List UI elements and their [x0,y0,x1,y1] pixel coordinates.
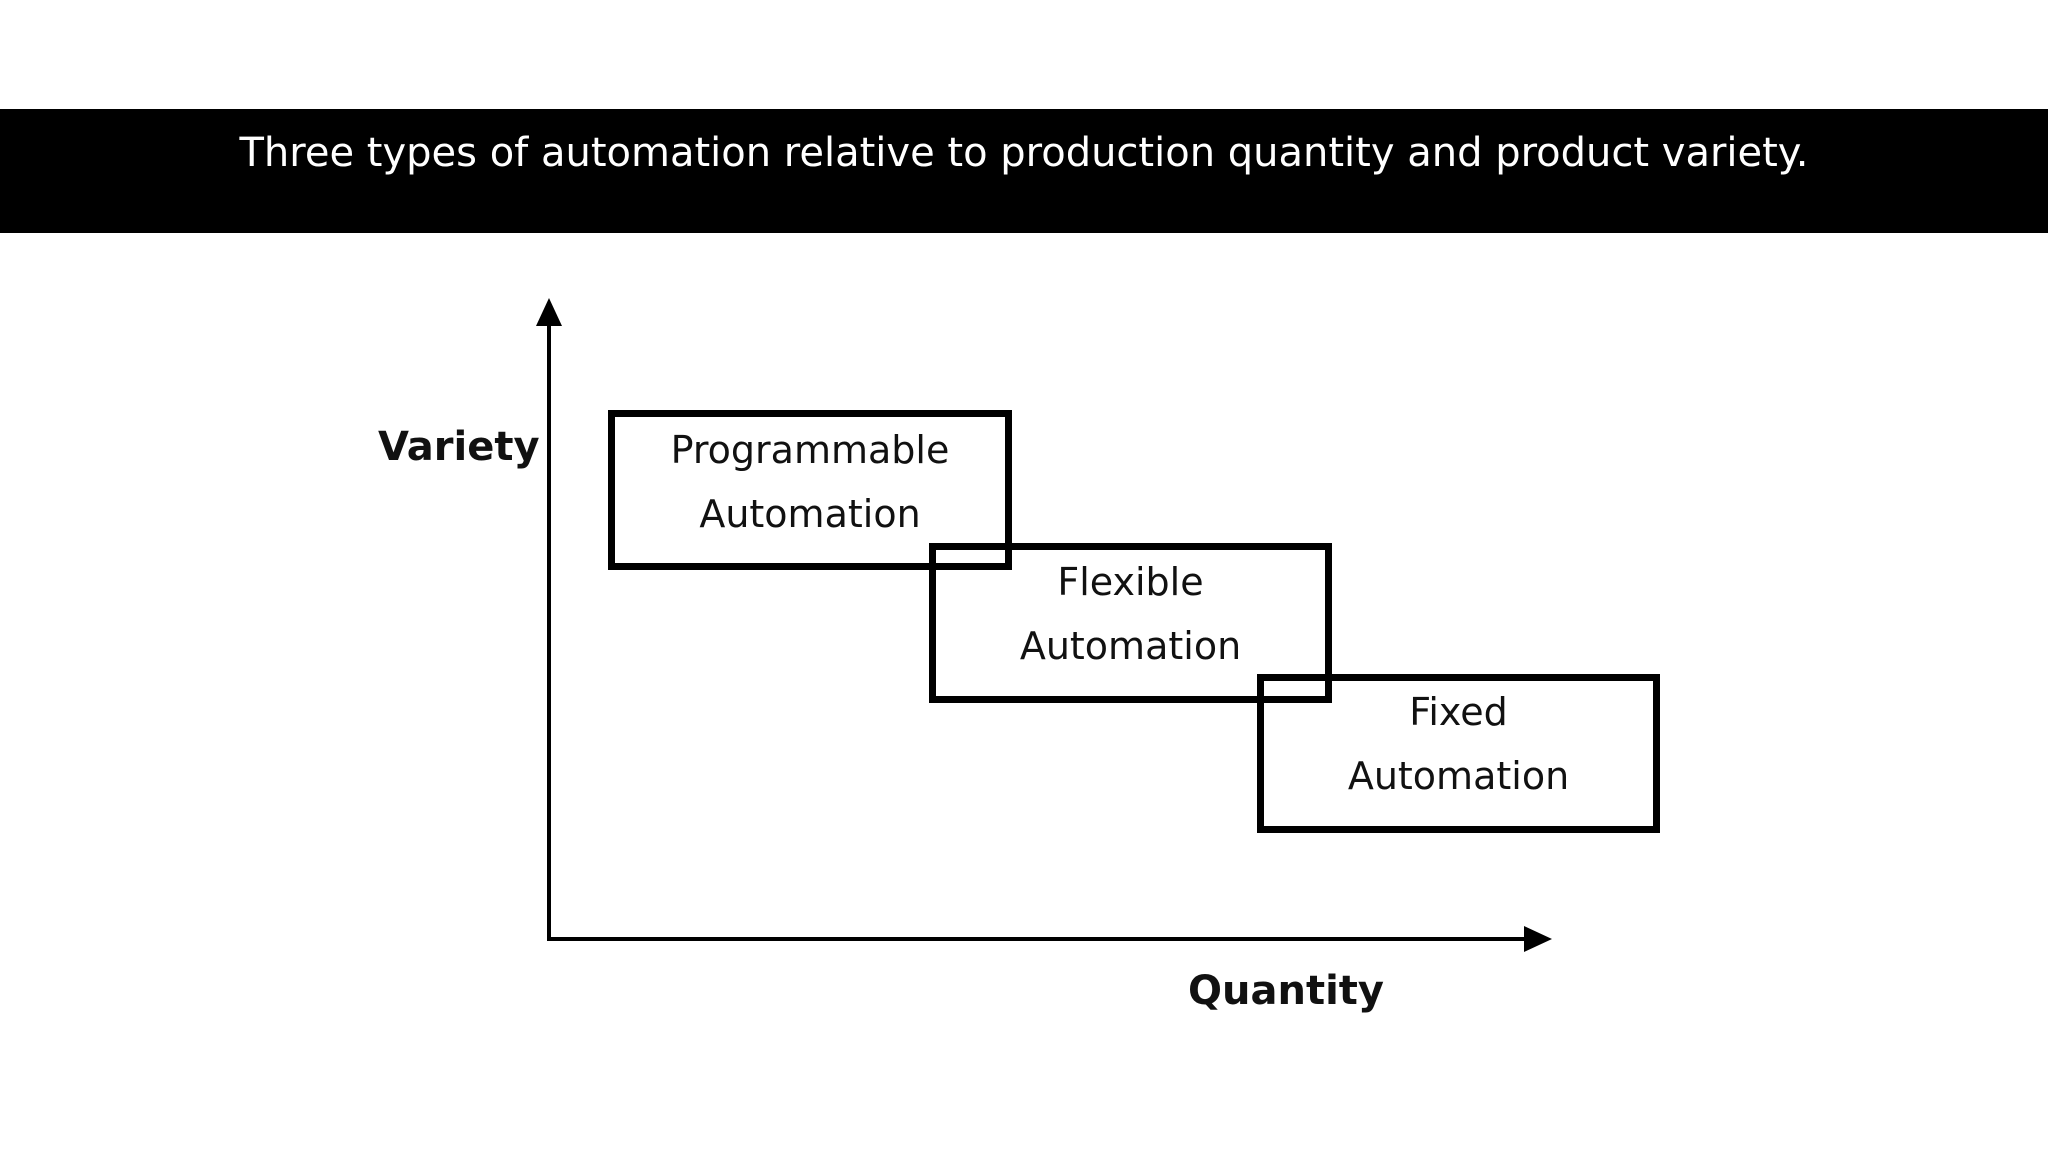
programmable-automation-label: Programmable Automation [608,418,1012,546]
x-axis-label: Quantity [1188,968,1384,1014]
flexible-automation-box [929,543,1332,703]
box-label-line: Fixed [1409,690,1508,734]
title-bar: Three types of automation relative to pr… [0,109,2048,233]
y-axis-arrowhead [536,298,562,326]
flexible-automation-label: Flexible Automation [929,550,1332,678]
box-label-line: Flexible [1057,560,1204,604]
box-label-line: Automation [1347,754,1570,798]
fixed-automation-label: Fixed Automation [1257,680,1660,808]
slide-title: Three types of automation relative to pr… [239,130,1809,176]
y-axis-label: Variety [378,424,540,470]
box-label-line: Automation [699,492,921,536]
programmable-automation-box [608,410,1012,570]
box-label-line: Automation [1019,624,1242,668]
fixed-automation-box [1257,674,1660,833]
box-label-line: Programmable [670,428,950,472]
x-axis-arrowhead [1524,926,1552,952]
